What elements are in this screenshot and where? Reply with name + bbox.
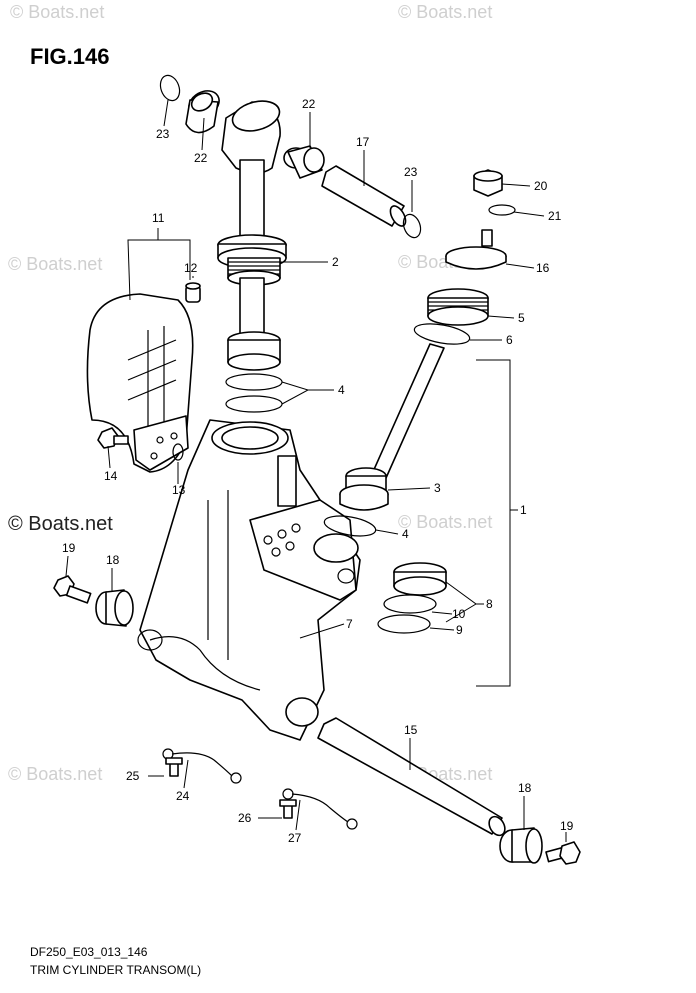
cover-11	[86, 293, 194, 473]
callout-7: 7	[346, 617, 353, 631]
watermark-top-left: © Boats.net	[10, 2, 104, 22]
callout-16: 16	[536, 261, 550, 275]
callout-27: 27	[288, 831, 302, 845]
callout-21: 21	[548, 209, 562, 223]
callout-3: 3	[434, 481, 441, 495]
callout-26: 26	[238, 811, 252, 825]
callout-22-left: 22	[194, 151, 208, 165]
caption-name: TRIM CYLINDER TRANSOM(L)	[30, 963, 201, 977]
callout-11: 11	[152, 211, 165, 225]
callout-17: 17	[356, 135, 370, 149]
cylinder-body-7	[137, 419, 361, 741]
bushing-18-right	[499, 827, 543, 864]
caption-model: DF250_E03_013_146	[30, 945, 148, 959]
o-ring-4-lower	[323, 515, 377, 537]
callout-9: 9	[456, 623, 463, 637]
washer-13	[172, 443, 184, 461]
cap-16	[445, 229, 507, 270]
callout-22-right: 22	[302, 97, 316, 111]
callout-19-left: 19	[62, 541, 76, 555]
callout-8: 8	[486, 597, 493, 611]
rod-eye-top	[221, 100, 281, 174]
callout-24: 24	[176, 789, 190, 803]
callout-25: 25	[126, 769, 140, 783]
callout-18-right: 18	[518, 781, 532, 795]
callout-23-right: 23	[404, 165, 418, 179]
snap-ring-23-left	[159, 74, 181, 102]
bushing-18-left	[95, 589, 134, 627]
callout-6: 6	[506, 333, 513, 347]
callout-15: 15	[404, 723, 418, 737]
pin-17	[321, 165, 407, 227]
watermark-strong: © Boats.net	[8, 513, 113, 535]
nut-20	[473, 169, 503, 197]
callout-5: 5	[518, 311, 525, 325]
callout-20: 20	[534, 179, 548, 193]
watermark-top-right: © Boats.net	[398, 2, 492, 22]
callout-23-left: 23	[156, 127, 170, 141]
washer-21	[488, 204, 516, 216]
ring-10	[383, 594, 437, 614]
watermark-left-upper: © Boats.net	[8, 254, 102, 274]
callout-10: 10	[452, 607, 466, 621]
pin-15	[317, 717, 506, 837]
bolt-19-left	[53, 575, 92, 604]
screw-26	[279, 799, 297, 819]
snap-ring-23-right	[402, 213, 422, 239]
plug-12	[185, 282, 201, 303]
callout-1: 1	[520, 503, 527, 517]
ground-wire-27	[282, 788, 358, 830]
callout-4-upper: 4	[338, 383, 345, 397]
callout-18-left: 18	[106, 553, 120, 567]
piston-set-8	[393, 562, 447, 596]
piston	[227, 331, 281, 371]
leader-lines	[65, 99, 567, 842]
piston-rod-3	[339, 343, 445, 511]
callout-12: 12	[184, 261, 198, 275]
piston-rod-upper	[239, 159, 265, 239]
bolt-14	[97, 427, 129, 449]
watermark-left-lower: © Boats.net	[8, 764, 102, 784]
o-ring-4-upper-b	[225, 395, 283, 413]
callout-13: 13	[172, 483, 186, 497]
bushing-22-left	[185, 90, 220, 134]
callout-2: 2	[332, 255, 339, 269]
figure-title: FIG.146	[30, 44, 109, 69]
cap-5	[427, 288, 489, 326]
screw-25	[165, 757, 183, 777]
bolt-19-right	[545, 841, 581, 865]
o-ring-4-upper-a	[225, 373, 283, 391]
callout-19-right: 19	[560, 819, 574, 833]
callout-14: 14	[104, 469, 118, 483]
o-ring-6	[413, 323, 471, 345]
callout-4-lower: 4	[402, 527, 409, 541]
piston-rod-lower	[239, 277, 265, 339]
watermark-right-mid: © Boats.net	[398, 512, 492, 532]
ring-9	[377, 614, 431, 634]
bushing-22-right	[283, 145, 325, 179]
